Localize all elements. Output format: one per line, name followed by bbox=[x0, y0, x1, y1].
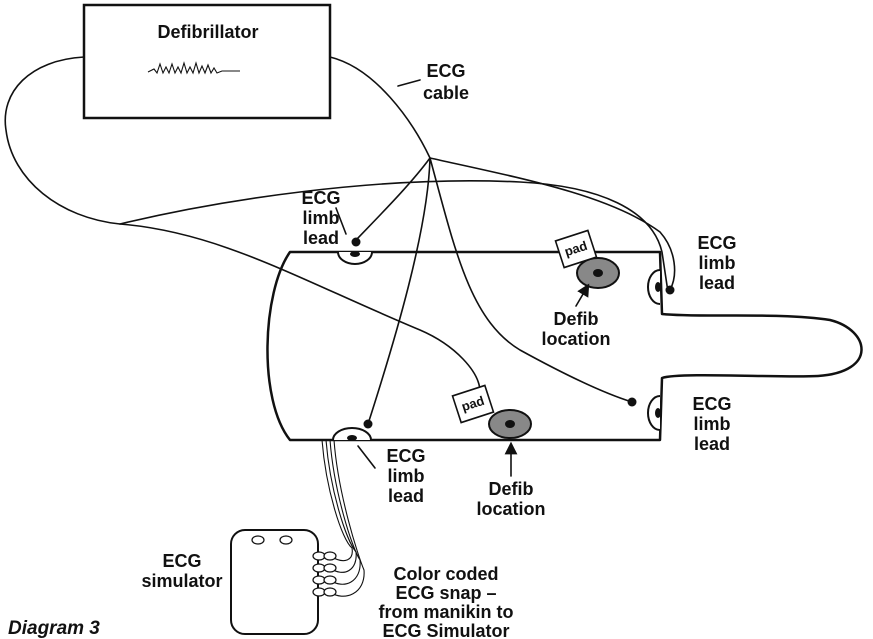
lead-snap-dot bbox=[351, 237, 361, 247]
svg-text:ECG: ECG bbox=[692, 394, 731, 414]
defib-location-upper-electrode bbox=[576, 257, 620, 289]
limb-lead-label-right-lower: ECG limb lead bbox=[692, 394, 731, 454]
svg-text:Defib: Defib bbox=[489, 479, 534, 499]
svg-text:location: location bbox=[541, 329, 610, 349]
pad-label: pad bbox=[460, 393, 487, 414]
svg-text:limb: limb bbox=[302, 208, 339, 228]
defib-location-label-upper: Defib location bbox=[541, 283, 611, 349]
svg-text:simulator: simulator bbox=[141, 571, 222, 591]
ecg-cable-label: ECG cable bbox=[397, 61, 469, 103]
pad-lower: pad bbox=[451, 384, 495, 424]
svg-text:ECG: ECG bbox=[162, 551, 201, 571]
limb-lead-label-top-left: ECG limb lead bbox=[301, 188, 347, 248]
svg-text:lead: lead bbox=[699, 273, 735, 293]
diagram-caption: Diagram 3 bbox=[8, 618, 100, 639]
simulator-snap-connectors bbox=[312, 551, 337, 597]
defibrillator-label: Defibrillator bbox=[157, 22, 258, 42]
defib-location-lower-electrode bbox=[488, 409, 532, 439]
manikin-torso bbox=[266, 250, 863, 442]
electrode-right-upper bbox=[647, 269, 661, 305]
limb-lead-label-right-upper: ECG limb lead bbox=[697, 233, 736, 293]
lead-snap-dot bbox=[627, 397, 637, 407]
svg-text:location: location bbox=[476, 499, 545, 519]
lead-snap-dot bbox=[665, 285, 675, 295]
svg-text:limb: limb bbox=[693, 414, 730, 434]
ecg-simulator-label: ECG simulator bbox=[141, 551, 222, 591]
ecg-waveform-icon bbox=[147, 61, 240, 75]
svg-text:from manikin to: from manikin to bbox=[378, 602, 513, 622]
defibrillator: Defibrillator bbox=[82, 3, 332, 120]
ecg-simulator bbox=[230, 529, 337, 635]
electrode-right-lower bbox=[647, 395, 661, 431]
svg-text:ECG: ECG bbox=[301, 188, 340, 208]
limb-lead-label-bottom-left: ECG limb lead bbox=[357, 445, 426, 506]
pad-upper: pad bbox=[554, 229, 598, 269]
svg-text:Defib: Defib bbox=[554, 309, 599, 329]
simulator-snap-wires bbox=[321, 439, 365, 597]
svg-text:ECG: ECG bbox=[386, 446, 425, 466]
snap-note-label: Color coded ECG snap – from manikin to E… bbox=[378, 564, 513, 639]
svg-text:limb: limb bbox=[698, 253, 735, 273]
svg-text:ECG: ECG bbox=[426, 61, 465, 81]
lead-wire-upper-loop bbox=[119, 180, 669, 293]
svg-text:Color coded: Color coded bbox=[393, 564, 498, 584]
electrode-top-left bbox=[337, 251, 373, 265]
pad-label: pad bbox=[563, 238, 590, 259]
svg-text:ECG snap –: ECG snap – bbox=[395, 583, 496, 603]
svg-text:cable: cable bbox=[423, 83, 469, 103]
electrode-bottom-left bbox=[332, 427, 372, 441]
lead-wires bbox=[355, 157, 676, 425]
svg-text:ECG Simulator: ECG Simulator bbox=[382, 621, 509, 639]
svg-text:lead: lead bbox=[303, 228, 339, 248]
svg-text:lead: lead bbox=[694, 434, 730, 454]
svg-text:lead: lead bbox=[388, 486, 424, 506]
defib-location-label-lower: Defib location bbox=[476, 441, 546, 519]
lead-snap-dot bbox=[363, 419, 373, 429]
svg-text:limb: limb bbox=[387, 466, 424, 486]
ecg-cable-main bbox=[329, 56, 431, 159]
svg-text:ECG: ECG bbox=[697, 233, 736, 253]
